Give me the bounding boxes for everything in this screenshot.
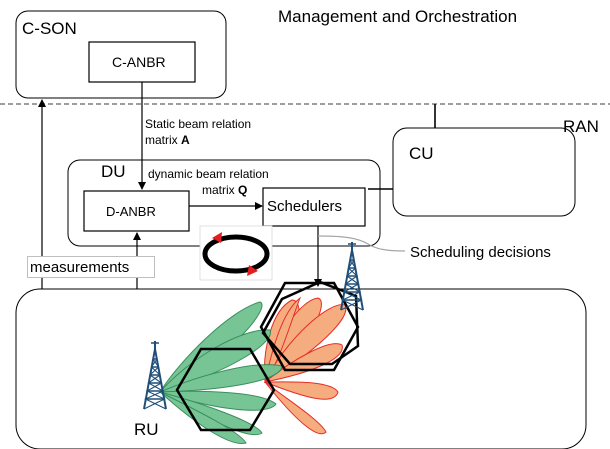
c-anbr-box — [88, 41, 196, 83]
static-beam-line1: Static beam relation — [145, 117, 252, 131]
ru-label: RU — [134, 420, 159, 439]
ran-label: RAN — [563, 117, 599, 136]
schedulers-label: Schedulers — [267, 198, 343, 215]
c-anbr-label: C-ANBR — [112, 54, 166, 70]
scheduling-callout-line — [317, 235, 406, 252]
cu-label: CU — [409, 144, 434, 163]
scheduling-decisions-label: Scheduling decisions — [410, 244, 551, 261]
measurements-label: measurements — [27, 256, 155, 278]
schedulers-box — [262, 187, 366, 227]
static-beam-line2: matrix — [145, 133, 181, 147]
du-label: DU — [101, 162, 126, 181]
d-anbr-label: D-ANBR — [106, 204, 156, 219]
c-son-label: C-SON — [22, 19, 77, 38]
d-anbr-box — [83, 190, 190, 232]
static-matrix-symbol: A — [181, 133, 190, 147]
static-beam-relation-label: Static beam relation matrix A — [145, 116, 251, 148]
hexagon-right — [259, 281, 360, 372]
dynamic-matrix-prefix: matrix — [202, 183, 238, 197]
management-orchestration-title: Management and Orchestration — [278, 7, 518, 26]
dynamic-matrix-symbol: Q — [238, 183, 248, 197]
right-hexagon — [261, 280, 360, 366]
dynamic-beam-relation-line1: dynamic beam relation — [148, 167, 269, 181]
hexagon-left — [175, 347, 276, 432]
dynamic-beam-relation-line2: matrix Q — [202, 184, 247, 196]
cu-box — [392, 127, 576, 217]
cycle-icon — [199, 225, 273, 281]
tower-icon-right — [340, 241, 364, 311]
